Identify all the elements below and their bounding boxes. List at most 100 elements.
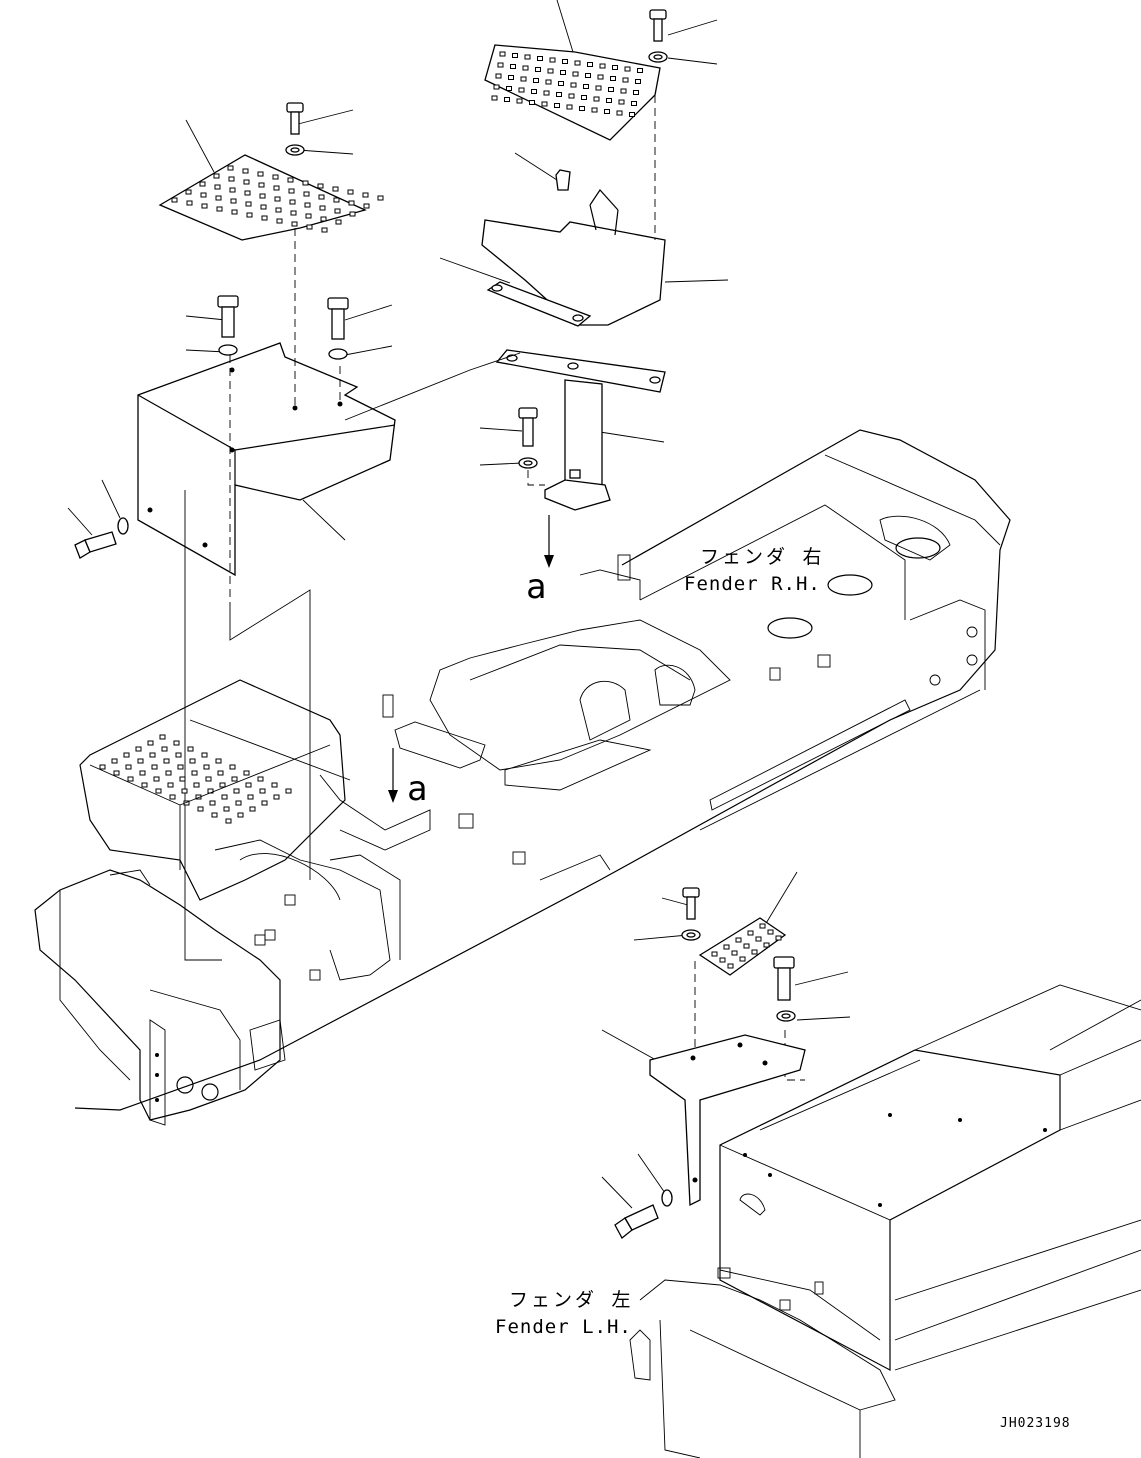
mesh-hole — [377, 195, 384, 201]
mesh-hole — [203, 764, 210, 770]
mesh-hole — [637, 68, 643, 73]
top-left-mesh-plate — [158, 154, 384, 241]
mesh-hole — [197, 806, 204, 812]
mesh-hole — [597, 74, 604, 80]
mesh-hole — [123, 752, 130, 758]
mesh-hole — [512, 53, 518, 58]
mesh-hole — [187, 746, 194, 752]
top-right-mesh-plate — [484, 44, 661, 141]
mesh-hole — [631, 101, 637, 106]
mesh-hole — [246, 212, 253, 218]
mesh-hole — [272, 174, 279, 180]
mesh-hole — [127, 776, 134, 782]
step-post — [495, 349, 666, 511]
mesh-hole — [291, 221, 298, 227]
mesh-hole — [285, 788, 292, 794]
mesh-hole — [591, 107, 598, 113]
mesh-hole — [499, 51, 506, 57]
mesh-hole — [606, 98, 612, 103]
mesh-hole — [215, 758, 222, 764]
mesh-hole — [215, 195, 222, 201]
mesh-hole — [290, 210, 297, 216]
mesh-hole — [289, 199, 296, 205]
mesh-hole — [111, 758, 118, 764]
mesh-hole — [155, 788, 162, 794]
mesh-hole — [231, 776, 238, 782]
mesh-hole — [535, 67, 541, 72]
mesh-hole — [229, 764, 236, 770]
mesh-hole — [497, 62, 504, 68]
mesh-hole — [558, 81, 564, 86]
mesh-hole — [141, 782, 148, 788]
mesh-hole — [171, 197, 178, 203]
drawing-number: JH023198 — [1000, 1416, 1071, 1431]
mesh-hole — [125, 764, 132, 770]
mesh-hole — [524, 54, 531, 60]
mesh-hole — [173, 740, 180, 746]
mesh-hole — [276, 218, 283, 224]
mesh-hole — [719, 957, 726, 963]
mesh-hole — [233, 788, 240, 794]
mesh-hole — [739, 956, 746, 962]
mesh-hole — [245, 201, 252, 207]
mesh-hole — [304, 202, 311, 208]
mesh-hole — [362, 192, 369, 198]
mesh-hole — [167, 782, 174, 788]
mesh-hole — [491, 95, 498, 101]
mesh-hole — [616, 110, 623, 116]
mesh-hole — [543, 90, 550, 96]
mesh-hole — [320, 216, 327, 222]
mesh-hole — [189, 758, 196, 764]
mesh-hole — [347, 189, 354, 195]
view-arrow-upper — [544, 515, 554, 568]
mesh-hole — [275, 207, 282, 213]
mesh-hole — [237, 812, 244, 818]
mesh-hole — [622, 77, 629, 83]
mesh-hole — [723, 944, 730, 950]
mesh-hole — [99, 764, 106, 770]
mesh-hole — [620, 88, 627, 94]
mesh-hole — [211, 812, 218, 818]
mesh-hole — [332, 186, 339, 192]
mesh-hole — [504, 97, 510, 102]
mesh-hole — [581, 95, 587, 100]
mesh-hole — [137, 758, 144, 764]
mesh-hole — [169, 794, 176, 800]
mesh-hole — [163, 758, 170, 764]
mesh-hole — [531, 89, 537, 94]
mesh-hole — [510, 64, 516, 69]
mesh-hole — [305, 213, 312, 219]
mesh-hole — [181, 788, 188, 794]
mesh-hole — [288, 188, 295, 194]
mesh-hole — [135, 746, 142, 752]
mesh-hole — [506, 86, 512, 91]
mesh-hole — [579, 106, 585, 111]
mesh-hole — [556, 92, 562, 97]
fender-lh-en-label: Fender L.H. — [495, 1316, 632, 1338]
mesh-hole — [743, 943, 750, 949]
mesh-hole — [763, 942, 770, 948]
mesh-hole — [139, 770, 146, 776]
top-right-bolt — [648, 9, 668, 63]
mesh-hole — [153, 776, 160, 782]
leader-lines — [67, 0, 851, 1209]
lower-step-bracket — [649, 1034, 806, 1207]
mesh-hole — [200, 192, 207, 198]
mesh-hole — [629, 112, 635, 117]
upper-step-bracket — [481, 169, 666, 327]
mesh-hole — [508, 75, 514, 80]
mesh-hole — [302, 180, 309, 186]
mesh-hole — [566, 104, 573, 110]
mesh-hole — [727, 963, 734, 969]
mesh-hole — [711, 951, 718, 957]
mesh-hole — [225, 818, 232, 824]
mesh-hole — [335, 219, 342, 225]
mesh-hole — [319, 205, 326, 211]
mesh-hole — [242, 168, 249, 174]
mesh-hole — [516, 98, 523, 104]
mesh-hole — [318, 194, 325, 200]
mesh-hole — [175, 752, 182, 758]
mesh-hole — [193, 782, 200, 788]
mesh-hole — [205, 776, 212, 782]
top-left-bolt — [285, 102, 305, 156]
